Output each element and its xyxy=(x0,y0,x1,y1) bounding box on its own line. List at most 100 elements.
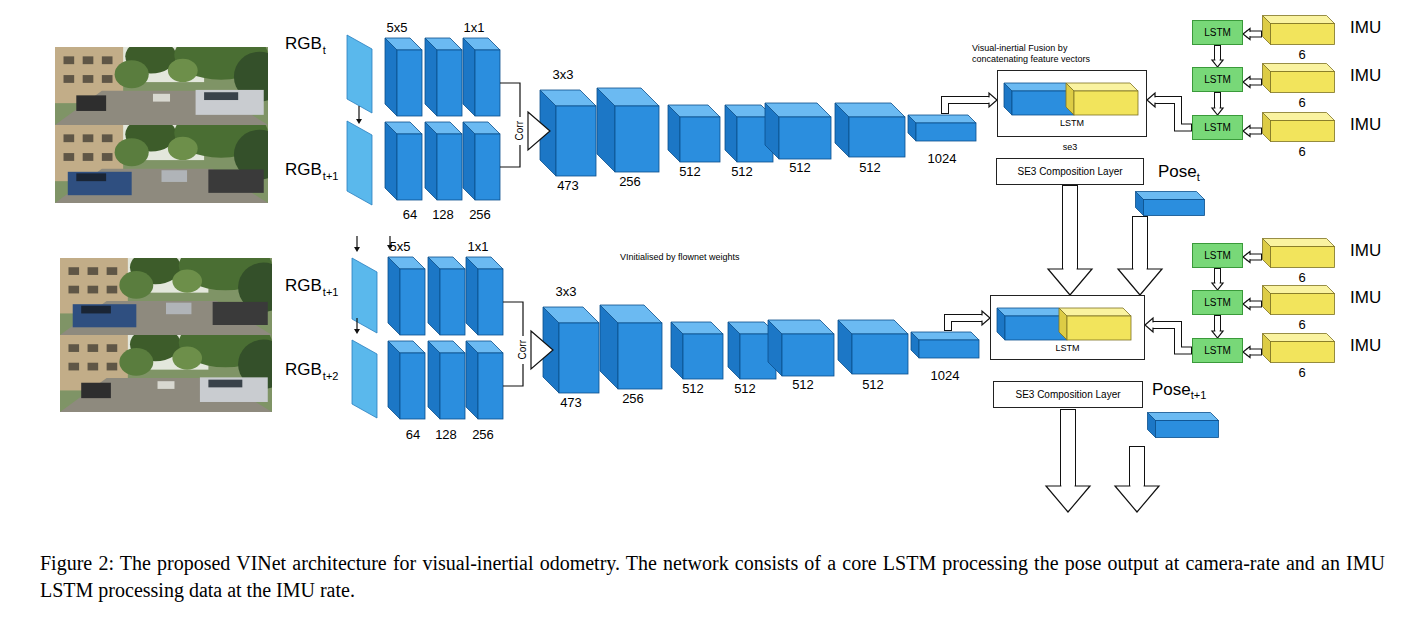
arrow-outline xyxy=(1214,49,1221,61)
arrow-outline xyxy=(1250,254,1259,261)
window xyxy=(88,267,99,275)
input-label: RGB xyxy=(285,34,322,54)
block-front xyxy=(440,269,465,335)
block-front xyxy=(680,117,720,162)
correlation-arrow xyxy=(531,331,553,369)
channel-count: 512 xyxy=(682,382,704,397)
kernel-size: 3x3 xyxy=(553,68,574,83)
conv-layer xyxy=(425,38,462,116)
sensor-label: IMU xyxy=(1350,115,1381,135)
arrow-fill xyxy=(1215,319,1220,332)
car xyxy=(73,304,137,327)
channel-count: 512 xyxy=(859,161,881,176)
window xyxy=(107,363,118,371)
arrow-joint xyxy=(981,315,983,320)
pose-subscript: t+1 xyxy=(1191,389,1207,402)
camera-frame xyxy=(55,125,268,203)
conv-layer xyxy=(463,38,500,116)
channel-count: 512 xyxy=(731,165,753,180)
cell-name: LSTM xyxy=(1204,122,1231,133)
correlation-label: Corr xyxy=(517,340,529,359)
car xyxy=(208,169,263,192)
arrow-head xyxy=(1243,347,1250,358)
arrow-head xyxy=(1243,299,1250,310)
window xyxy=(68,286,79,294)
connector xyxy=(1118,224,1162,295)
input-plane xyxy=(352,258,377,333)
connector xyxy=(1212,319,1223,339)
arrow-head xyxy=(1243,77,1250,88)
imu-block xyxy=(1263,16,1335,45)
lstm-cell: LSTM xyxy=(1192,338,1243,363)
car-window xyxy=(76,173,106,181)
arrow-outline xyxy=(1250,301,1259,308)
block-front xyxy=(559,323,599,393)
imu-block xyxy=(1263,334,1335,363)
window xyxy=(88,363,99,371)
window xyxy=(102,75,113,83)
connector xyxy=(1243,299,1259,310)
input-plane xyxy=(352,340,377,418)
block-top xyxy=(1059,308,1131,316)
cell-name: LSTM xyxy=(1204,250,1231,261)
camera-frame xyxy=(55,47,268,125)
channel-count: 473 xyxy=(557,179,579,194)
arrow-joint xyxy=(1249,129,1251,133)
arrow-outline xyxy=(1250,128,1259,135)
car-window xyxy=(204,92,238,100)
channel-count: 473 xyxy=(560,396,582,411)
block-side xyxy=(466,341,478,419)
foliage xyxy=(168,137,198,160)
block-top xyxy=(908,115,976,123)
window xyxy=(107,267,118,275)
conv-layer xyxy=(765,103,831,159)
composition-layer: SE3 Composition Layer xyxy=(993,381,1143,408)
block-top xyxy=(463,38,500,50)
block-front xyxy=(397,50,422,116)
connector xyxy=(1048,193,1092,295)
imu-block xyxy=(1263,286,1335,315)
hollow-arrow xyxy=(1243,299,1259,310)
car-window xyxy=(208,380,242,388)
correlation-arrow xyxy=(528,112,550,150)
pose-label: Pose xyxy=(1152,380,1191,400)
arrow-head xyxy=(982,311,990,325)
inertial-feature xyxy=(1059,308,1131,340)
input-subscript: t+1 xyxy=(323,286,339,299)
conv-layer xyxy=(668,105,720,162)
imu-input: IMU6 xyxy=(1262,238,1335,268)
road xyxy=(60,301,272,335)
arrow-head xyxy=(1212,108,1223,115)
frame-arrow xyxy=(356,106,362,124)
arrow-outline xyxy=(1060,417,1076,486)
arrow-outline xyxy=(1250,79,1259,86)
imu-block xyxy=(1262,333,1335,363)
arrow-fill xyxy=(1153,325,1188,351)
channel-count: 512 xyxy=(734,382,756,397)
arrow-outline xyxy=(1214,319,1221,332)
imu-block xyxy=(1262,112,1335,142)
block-front xyxy=(916,123,976,141)
arrow-joint xyxy=(1154,97,1156,102)
hollow-arrow xyxy=(948,311,990,327)
channel-count: 128 xyxy=(435,428,457,443)
arrow-outline xyxy=(1250,349,1259,356)
annotation: VInitialised by flownet weights xyxy=(620,252,740,262)
pose-vector: Poset+1 xyxy=(1147,412,1219,438)
arrow-joint xyxy=(1063,268,1076,270)
arrow-joint xyxy=(1061,485,1074,487)
conv-layer xyxy=(908,115,976,141)
arrow-fill xyxy=(1155,100,1188,128)
conv-layer xyxy=(768,320,834,376)
imu-input: IMU6 xyxy=(1262,63,1335,93)
window xyxy=(68,267,79,275)
arrow-line xyxy=(356,236,357,248)
foliage xyxy=(119,348,153,376)
block-top xyxy=(466,341,503,353)
hollow-arrow xyxy=(1115,454,1159,512)
channel-count: 512 xyxy=(679,165,701,180)
vector-size: 6 xyxy=(1298,318,1305,332)
block-top xyxy=(1263,239,1335,247)
block-front xyxy=(1067,316,1131,340)
kernel-size: 1x1 xyxy=(464,21,485,36)
